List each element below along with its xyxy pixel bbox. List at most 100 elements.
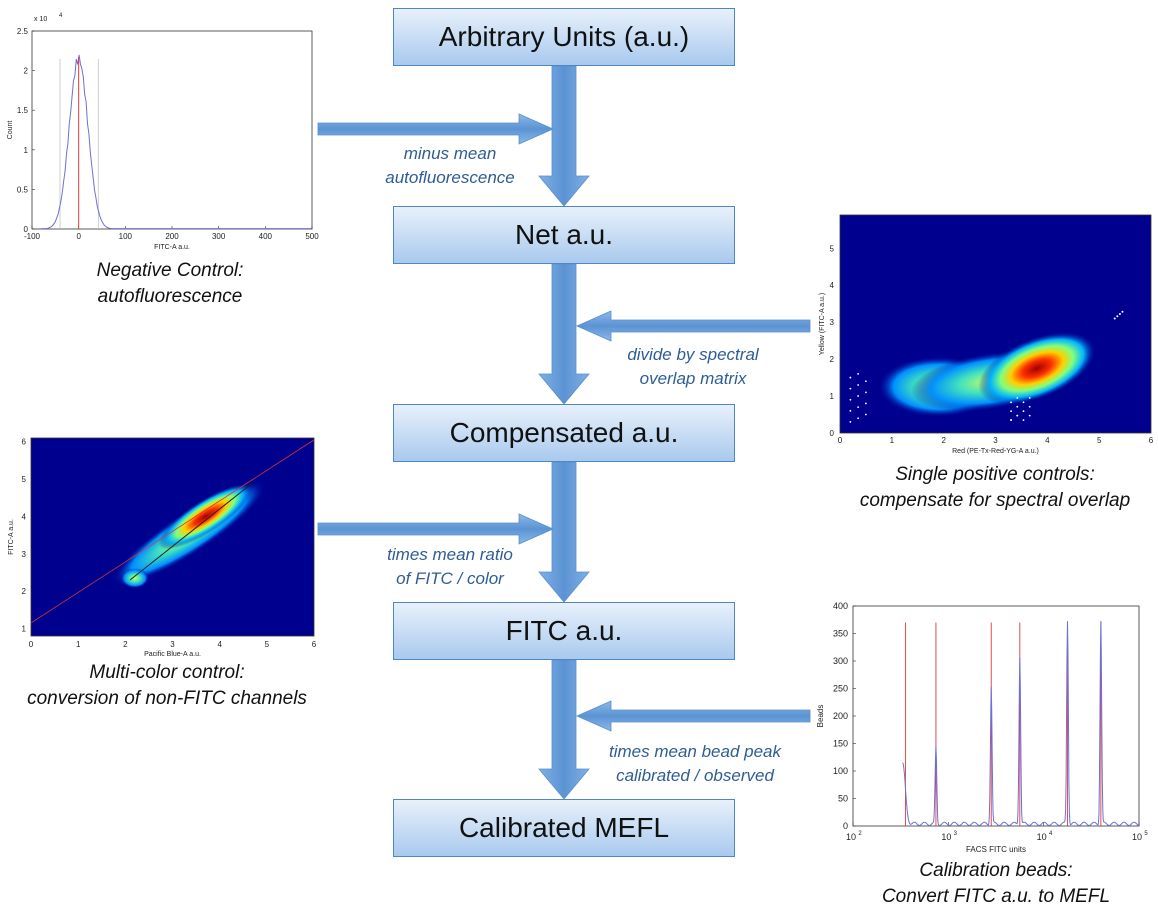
x-tick-label: 0 [838,436,843,445]
fit-line [30,439,315,624]
arrow-from-single-positive [576,310,811,342]
x-tick-label: 300 [212,232,226,241]
y-tick-label: 250 [833,684,848,694]
x-tick-power: 4 [1049,831,1053,837]
mean-ratio-line [129,482,253,581]
scatter-point [1116,315,1119,318]
x-tick-label: 6 [1149,436,1154,445]
y-axis-label: FITC-A a.u. [8,519,15,555]
y-tick-label: 4 [830,281,835,290]
y-tick-label: 2 [830,355,835,364]
x-tick-power: 5 [1144,831,1148,837]
x-tick-label: 10 [1132,832,1142,842]
caption-negative-control: Negative Control:autofluorescence [96,260,244,307]
histogram-curve [41,54,312,230]
y-tick-label: 1.5 [17,106,29,115]
plot-frame [852,605,1140,827]
y-axis-label: Count [7,121,14,140]
y-tick-label: 0 [24,225,29,234]
box-net-au: Net a.u. [393,206,735,264]
y-tick-label: 0.5 [17,185,29,194]
x-tick-label: 0 [76,232,81,241]
y-exponent-power: 4 [59,13,63,19]
box-compensated-au: Compensated a.u. [393,404,735,462]
x-tick-power: 2 [858,831,862,837]
y-tick-label: 5 [830,244,835,253]
scatter-point [849,421,852,423]
density-cluster-peak [158,483,253,550]
x-tick-label: 10 [1037,832,1047,842]
scatter-point [857,395,860,397]
y-tick-label: 150 [833,739,848,749]
x-axis-label: FACS FITC units [966,845,1026,854]
scatter-point [1010,419,1012,421]
x-tick-label: 3 [993,436,998,445]
scatter-point [1022,419,1025,421]
y-axis-label: Beads [816,705,825,728]
y-tick-label: 350 [833,629,848,639]
scatter-point [1016,396,1019,399]
down-arrow-3 [538,461,590,603]
scatter-point [1016,405,1019,408]
scatter-point [1010,410,1012,413]
x-tick-label: 5 [265,640,270,649]
scatter-point [865,380,867,383]
scatter-point [865,402,867,405]
x-tick-label: 10 [846,832,856,842]
bead-histogram-curve [902,620,1139,826]
scatter-point [857,372,860,375]
caption-multi-color: Multi-color control:conversion of non-FI… [27,662,307,709]
x-tick-label: 1 [890,436,895,445]
scatter-point [1010,401,1012,404]
x-tick-label: 400 [259,232,273,241]
y-tick-label: 0 [830,429,835,438]
y-tick-label: 50 [838,794,848,804]
y-exponent-label: x 10 [34,16,47,23]
scatter-point [1028,405,1031,408]
x-tick-label: 5 [1097,436,1102,445]
y-tick-label: 2 [24,67,29,76]
y-tick-label: 200 [833,711,848,721]
arrow-from-calibration-beads [576,700,811,732]
x-tick-label: 0 [29,640,34,649]
x-axis-label: FITC-A a.u. [154,244,190,251]
x-tick-label: 4 [1045,436,1050,445]
plot-frame [30,437,315,637]
box-fitc-au: FITC a.u. [393,602,735,660]
x-axis-label: Red (PE-Tx-Red-YG-A a.u.) [952,448,1039,455]
x-tick-label: 4 [217,640,222,649]
scatter-point [1121,310,1124,313]
x-tick-label: 200 [165,232,179,241]
y-tick-label: 4 [22,512,27,521]
x-tick-power: 3 [954,831,958,837]
caption-single-positive: Single positive controls:compensate for … [859,464,1131,511]
y-tick-label: 1 [22,625,27,634]
y-tick-label: 3 [22,550,27,559]
x-tick-label: 2 [123,640,128,649]
y-tick-label: 0 [843,821,848,831]
y-tick-label: 400 [833,601,848,611]
scatter-point [849,409,852,412]
x-tick-label: 1 [76,640,81,649]
x-tick-label: 10 [941,832,951,842]
down-arrow-1 [538,65,590,207]
scatter-point [1118,313,1121,316]
down-arrow-4 [538,659,590,800]
y-tick-label: 2.5 [17,27,29,36]
y-tick-label: 100 [833,766,848,776]
box-arbitrary-units: Arbitrary Units (a.u.) [393,8,735,66]
y-tick-label: 5 [22,475,27,484]
y-tick-label: 1 [830,392,835,401]
scatter-point [1028,414,1031,417]
caption-calibration-beads: Calibration beads:Convert FITC a.u. to M… [881,860,1111,907]
arrow-from-multi-color [317,513,554,545]
scatter-point [1016,414,1019,417]
scatter-point [857,417,860,420]
y-axis-label: Yellow (FITC-A a.u.) [819,293,826,355]
